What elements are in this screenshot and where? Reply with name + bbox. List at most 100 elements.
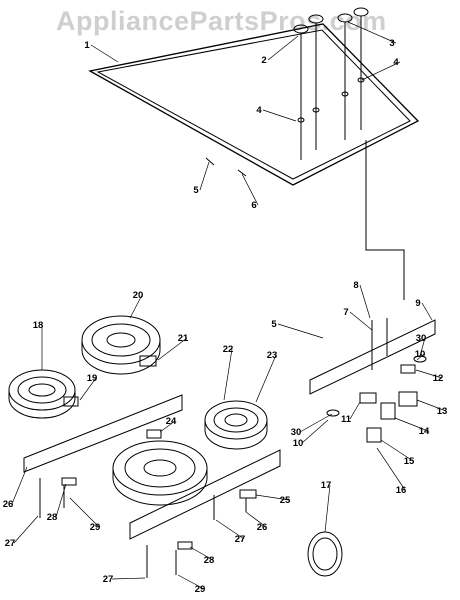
terminal-21 [139,355,157,367]
callout-label: 5 [193,185,199,196]
washer-30a [326,409,340,417]
callout-label: 10 [415,349,426,360]
callout-label: 4 [393,57,399,68]
callout-leader [349,401,361,420]
bracket-24 [146,429,162,439]
callout-leader [241,173,259,206]
callout-leader [223,348,233,401]
callout-label: 21 [178,333,189,344]
callout-label: 28 [47,512,58,523]
callout-leader [159,420,176,433]
element-23 [204,400,268,450]
knob-2 [308,14,324,150]
callout-label: 13 [437,406,448,417]
right-rail [129,449,281,540]
callout-label: 23 [267,350,278,361]
terminal-19 [63,396,79,407]
callout-label: 3 [389,38,394,49]
knob-1 [293,24,309,160]
callout-label: 22 [223,344,234,355]
callout-leader [299,413,333,433]
callout-leader [255,354,277,403]
callout-label: 29 [195,584,206,595]
callout-leader [13,515,39,544]
bracket-25 [239,489,257,499]
callout-leader [419,337,426,357]
element-20 [81,315,161,375]
callout-leader [361,61,401,81]
callout-leader [416,399,447,412]
cooktop-glass [88,23,420,186]
watermark: AppliancePartsPros.com [56,6,387,36]
callout-label: 17 [321,480,332,491]
callout-leader [376,447,406,491]
element-large [112,440,208,506]
cooktop-glass-inner [96,29,411,180]
callout-leader [349,311,373,331]
callout-label: 4 [256,105,262,116]
switch-14 [380,402,396,420]
callout-leader [11,466,28,505]
callout-leader [129,294,143,319]
callout-leader [415,369,443,379]
callout-label: 7 [343,307,348,318]
callout-leader [380,439,414,462]
callout-label: 27 [235,534,246,545]
callout-leader [55,483,67,518]
knob-3 [337,13,353,140]
knob-17 [307,531,343,577]
switch-15 [366,427,382,443]
callout-leader [90,44,119,63]
callout-leader [111,577,146,580]
callout-leader [177,574,205,590]
callout-leader [324,484,331,533]
callout-label: 11 [341,414,352,425]
connection-line [365,140,405,300]
callout-leader [421,302,433,321]
callout-label: 1 [84,40,90,51]
callout-leader [394,417,429,432]
callout-leader [359,284,371,319]
callout-label: 25 [280,495,291,506]
bracket-28b [177,541,193,550]
callout-label: 16 [396,485,407,496]
plate-11 [359,392,377,404]
callout-label: 27 [103,574,114,585]
callout-label: 28 [204,555,215,566]
callout-label: 18 [33,320,44,331]
callout-label: 26 [3,499,14,510]
callout-label: 10 [293,438,304,449]
callout-leader [262,109,297,122]
callout-leader [189,546,214,561]
element-18 [8,369,76,419]
callout-label: 12 [433,373,444,384]
callout-label: 9 [415,298,420,309]
callout-leader [255,494,290,501]
callout-label: 26 [257,522,268,533]
callout-label: 30 [291,427,302,438]
callout-leader [267,35,299,61]
switch-13 [398,391,418,407]
callout-label: 15 [404,456,415,467]
callout-label: 8 [353,280,358,291]
plate-12 [400,364,416,374]
callout-label: 29 [90,522,101,533]
bracket-28a [61,477,77,486]
callout-label: 20 [133,290,144,301]
callout-leader [69,497,100,528]
callout-leader [157,337,188,361]
callout-leader [347,21,397,44]
callout-label: 24 [166,416,177,427]
callout-label: 6 [251,200,256,211]
callout-leader [79,377,97,401]
callout-label: 27 [5,538,16,549]
callout-label: 19 [87,373,98,384]
callout-leader [301,419,329,444]
callout-label: 30 [416,333,427,344]
callout-leader [416,353,425,361]
callout-label: 5 [271,319,277,330]
control-bracket [309,319,436,395]
knob-4 [353,7,369,130]
callout-leader [245,511,267,528]
